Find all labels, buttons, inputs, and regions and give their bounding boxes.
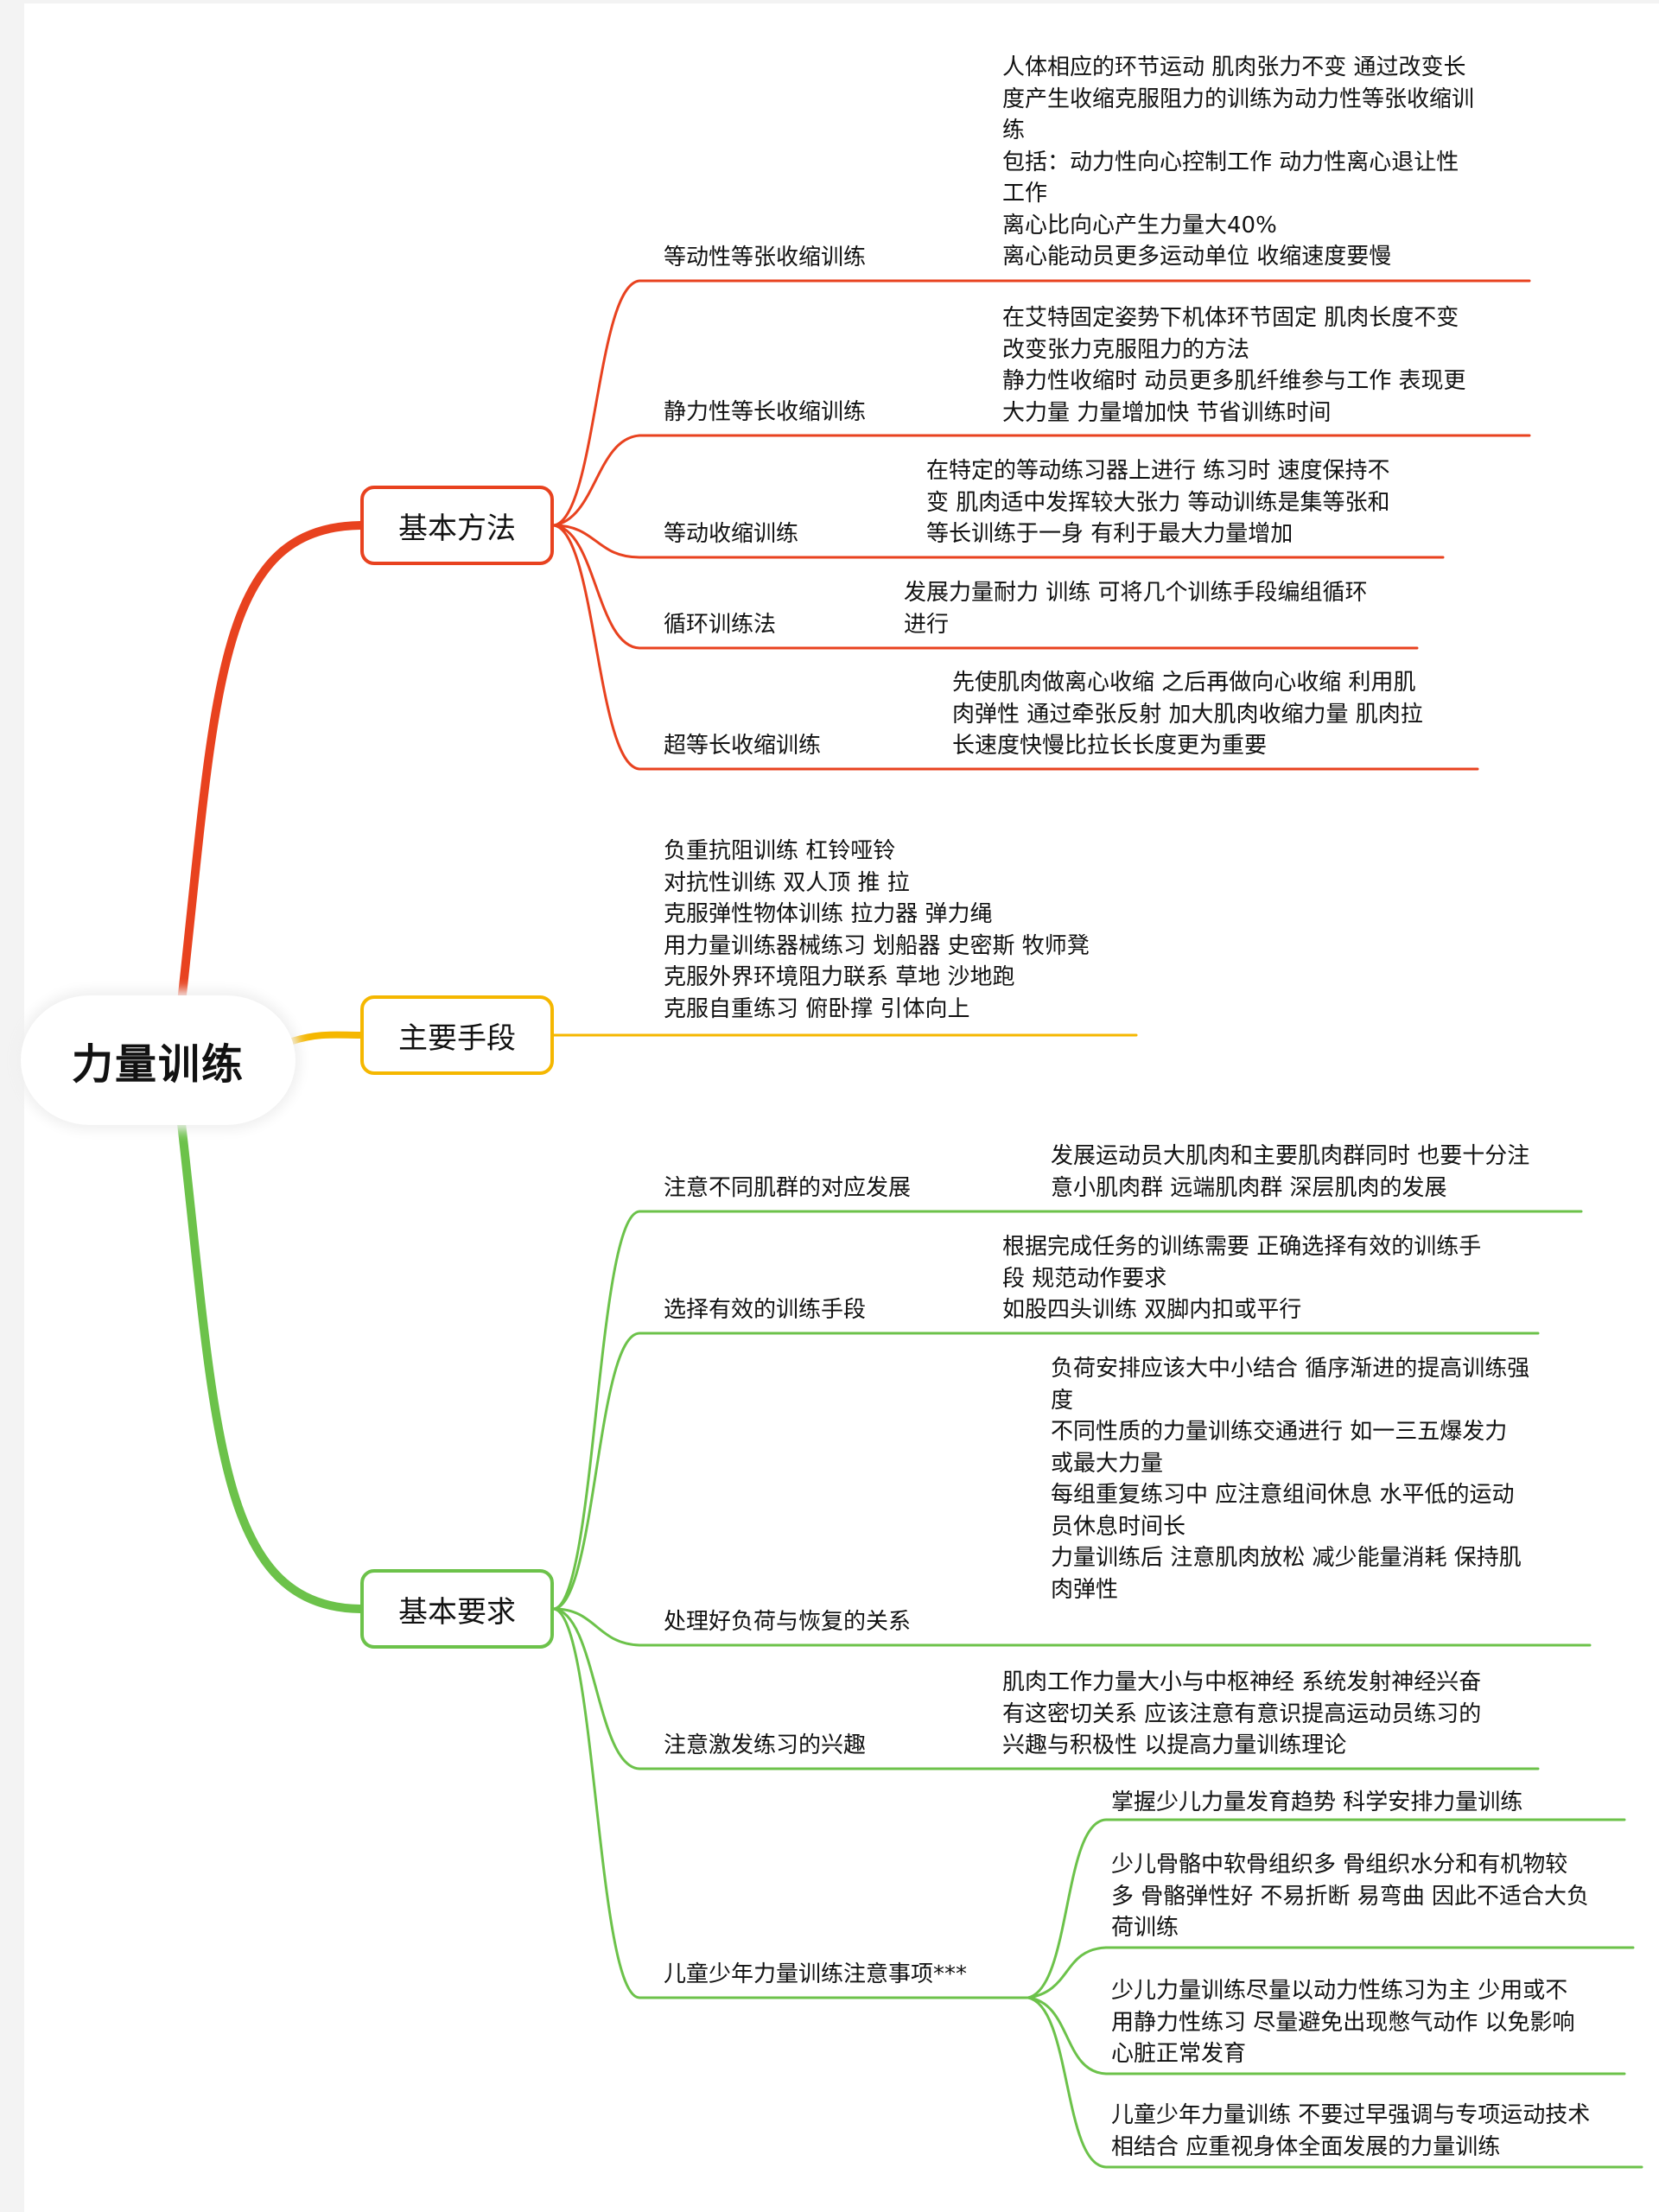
wire-child-2 — [1027, 1946, 1635, 1999]
wire-method-5 — [552, 524, 1479, 771]
node-main-means[interactable]: 主要手段 — [360, 995, 554, 1075]
method-note: 人体相应的环节运动 肌肉张力不变 通过改变长 度产生收缩克服阻力的训练为动力性等… — [1002, 54, 1475, 270]
wire-child-4 — [1027, 1996, 1643, 2169]
method-label[interactable]: 循环训练法 — [664, 612, 777, 638]
wire-req-5 — [552, 1607, 1030, 1999]
wire-req-4 — [552, 1607, 1540, 1770]
requirement-label[interactable]: 注意不同肌群的对应发展 — [664, 1175, 912, 1201]
method-note: 发展力量耐力 训练 可将几个训练手段编组循环 进行 — [904, 580, 1368, 638]
wire-method-3 — [552, 524, 1445, 559]
wire-req-3 — [552, 1607, 1592, 1647]
wire-root-basic-methods — [177, 521, 365, 1007]
wire-method-1 — [552, 279, 1531, 527]
wire-method-4 — [552, 524, 1419, 650]
method-label[interactable]: 静力性等长收缩训练 — [664, 399, 867, 425]
requirement-label[interactable]: 处理好负荷与恢复的关系 — [664, 1609, 912, 1635]
method-note: 先使肌肉做离心收缩 之后再做向心收缩 利用肌 肉弹性 通过牵张反射 加大肌肉收缩… — [952, 670, 1423, 759]
youth-note: 少儿力量训练尽量以动力性练习为主 少用或不 用静力性练习 尽量避免出现憋气动作 … — [1111, 1978, 1575, 2067]
method-label[interactable]: 等动性等张收缩训练 — [664, 245, 867, 270]
wire-req-2 — [552, 1332, 1540, 1611]
requirement-note: 发展运动员大肌肉和主要肌肉群同时 也要十分注 意小肌肉群 远端肌肉群 深层肌肉的… — [1051, 1143, 1530, 1201]
youth-note: 儿童少年力量训练 不要过早强调与专项运动技术 相结合 应重视身体全面发展的力量训… — [1111, 2102, 1591, 2160]
requirement-note: 肌肉工作力量大小与中枢神经 系统发射神经兴奋 有这密切关系 应该注意有意识提高运… — [1002, 1669, 1482, 1758]
requirement-label[interactable]: 选择有效的训练手段 — [664, 1297, 867, 1323]
method-note: 在特定的等动练习器上进行 练习时 速度保持不 变 肌肉适中发挥较大张力 等动训练… — [926, 458, 1390, 547]
node-basic-methods[interactable]: 基本方法 — [360, 486, 554, 565]
wire-root-requirements — [177, 1119, 365, 1613]
method-label[interactable]: 等动收缩训练 — [664, 521, 799, 547]
node-basic-requirements-title: 基本要求 — [398, 1594, 516, 1630]
youth-note: 少儿骨骼中软骨组织多 骨组织水分和有机物较 多 骨骼弹性好 不易折断 易弯曲 因… — [1111, 1852, 1590, 1941]
wire-root-main-means — [289, 1031, 364, 1045]
node-main-means-title: 主要手段 — [398, 1020, 516, 1056]
wire-method-2 — [552, 434, 1531, 527]
canvas — [24, 3, 1659, 2212]
node-basic-methods-title: 基本方法 — [398, 511, 516, 546]
requirement-note: 负荷安排应该大中小结合 循序渐进的提高训练强 度 不同性质的力量训练交通进行 如… — [1051, 1356, 1530, 1603]
root-node[interactable]: 力量训练 — [21, 995, 296, 1125]
method-note: 在艾特固定姿势下机体环节固定 肌肉长度不变 改变张力克服阻力的方法 静力性收缩时… — [1002, 305, 1466, 426]
wire-child-3 — [1027, 1996, 1626, 2075]
wire-child-1 — [1027, 1818, 1626, 1999]
wire-req-1 — [552, 1210, 1583, 1611]
node-basic-requirements[interactable]: 基本要求 — [360, 1569, 554, 1649]
root-title: 力量训练 — [71, 1040, 245, 1089]
requirement-label[interactable]: 注意激发练习的兴趣 — [664, 1732, 867, 1758]
youth-note: 掌握少儿力量发育趋势 科学安排力量训练 — [1111, 1789, 1523, 1815]
main-means-note: 负重抗阻训练 杠铃哑铃 对抗性训练 双人顶 推 拉 克服弹性物体训练 拉力器 弹… — [664, 838, 1090, 1022]
requirement-label[interactable]: 儿童少年力量训练注意事项*** — [664, 1961, 968, 1987]
method-label[interactable]: 超等长收缩训练 — [664, 733, 822, 759]
requirement-note: 根据完成任务的训练需要 正确选择有效的训练手 段 规范动作要求 如股四头训练 双… — [1002, 1234, 1482, 1323]
